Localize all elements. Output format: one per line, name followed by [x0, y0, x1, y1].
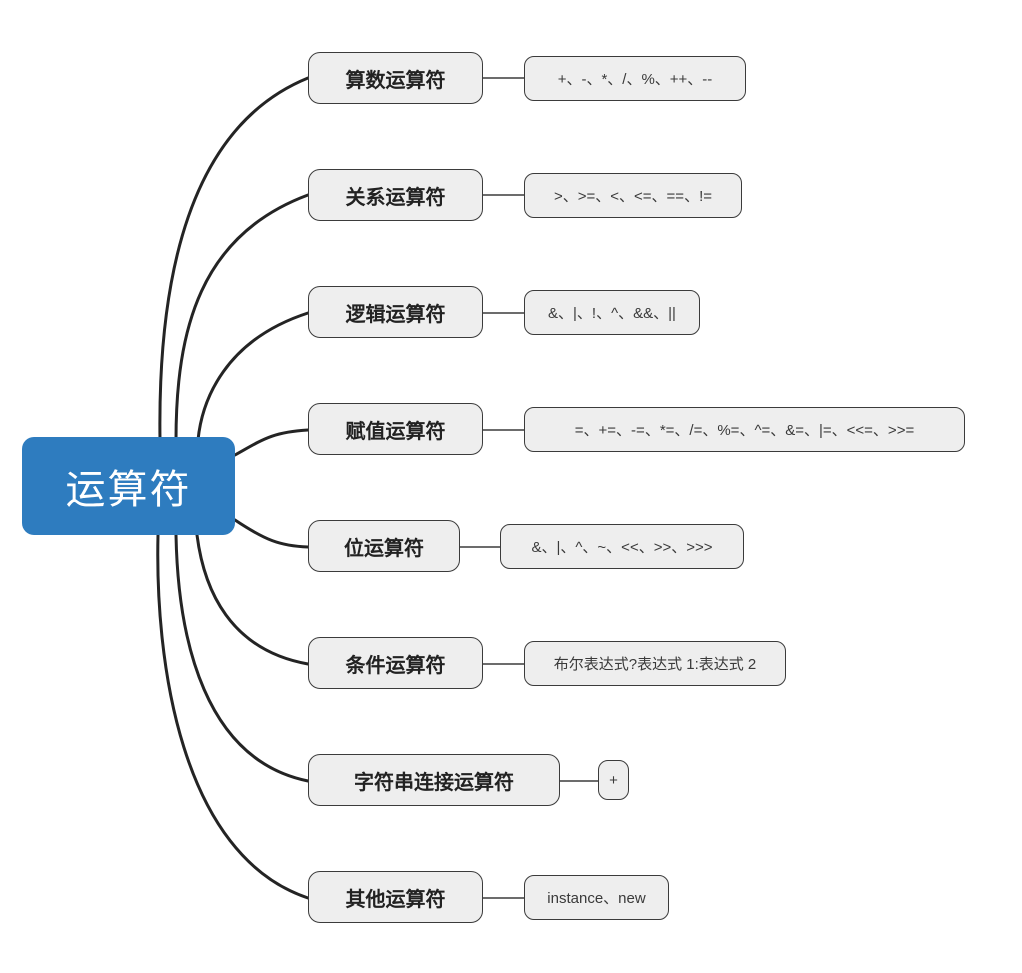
edge-root-to-branch-1 [158, 76, 310, 442]
branch-node-arithmetic[interactable]: 算数运算符 [308, 52, 483, 104]
branch-node-logical[interactable]: 逻辑运算符 [308, 286, 483, 338]
branch-node-label: 位运算符 [344, 537, 424, 560]
edge-root-to-branch-6 [195, 533, 310, 666]
branch-node-label: 关系运算符 [345, 186, 446, 209]
branch-node-string-concat[interactable]: 字符串连接运算符 [308, 754, 560, 806]
leaf-node-relational[interactable]: >、>=、<、<=、==、!= [524, 173, 742, 218]
leaf-node-label: instance、new [547, 890, 646, 907]
leaf-node-logical[interactable]: &、|、!、^、&&、|| [524, 290, 700, 335]
edge-root-to-branch-3 [196, 311, 310, 442]
leaf-node-arithmetic[interactable]: +、-、*、/、%、++、-- [524, 56, 746, 101]
root-node-label: 运算符 [65, 468, 192, 512]
leaf-node-label: &、|、^、~、<<、>>、>>> [531, 539, 713, 556]
branch-node-label: 条件运算符 [345, 654, 446, 677]
leaf-node-string-concat[interactable]: + [598, 760, 629, 800]
branch-node-other[interactable]: 其他运算符 [308, 871, 483, 923]
edge-root-to-branch-5 [233, 518, 310, 549]
branch-node-label: 逻辑运算符 [345, 303, 446, 326]
leaf-node-bitwise[interactable]: &、|、^、~、<<、>>、>>> [500, 524, 744, 569]
branch-node-label: 字符串连接运算符 [354, 771, 514, 794]
leaf-node-label: =、+=、-=、*=、/=、%=、^=、&=、|=、<<=、>>= [574, 422, 915, 439]
edge-root-to-branch-4 [233, 428, 310, 457]
edge-root-to-branch-2 [174, 193, 310, 442]
leaf-node-label: >、>=、<、<=、==、!= [553, 188, 712, 205]
branch-node-label: 其他运算符 [345, 888, 446, 911]
leaf-node-label: + [609, 771, 618, 789]
branch-node-bitwise[interactable]: 位运算符 [308, 520, 460, 572]
branch-node-label: 赋值运算符 [345, 420, 446, 443]
leaf-node-label: 布尔表达式?表达式 1:表达式 2 [553, 656, 757, 673]
edge-root-to-branch-8 [156, 533, 310, 900]
leaf-node-assignment[interactable]: =、+=、-=、*=、/=、%=、^=、&=、|=、<<=、>>= [524, 407, 965, 452]
branch-node-label: 算数运算符 [345, 69, 446, 92]
leaf-node-conditional[interactable]: 布尔表达式?表达式 1:表达式 2 [524, 641, 786, 686]
branch-node-relational[interactable]: 关系运算符 [308, 169, 483, 221]
root-node[interactable]: 运算符 [22, 437, 235, 535]
leaf-node-label: &、|、!、^、&&、|| [548, 305, 676, 322]
leaf-node-label: +、-、*、/、%、++、-- [557, 71, 713, 88]
leaf-node-other[interactable]: instance、new [524, 875, 669, 920]
edge-root-to-branch-7 [174, 533, 310, 783]
branch-node-conditional[interactable]: 条件运算符 [308, 637, 483, 689]
branch-node-assignment[interactable]: 赋值运算符 [308, 403, 483, 455]
